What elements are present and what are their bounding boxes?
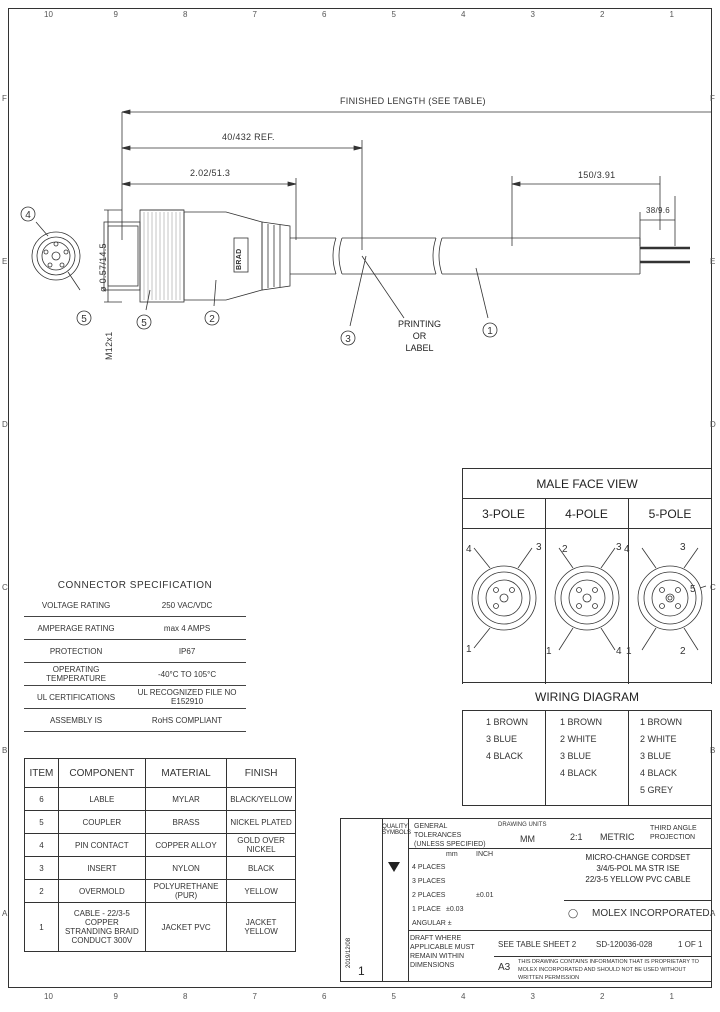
quality-triangle-icon bbox=[388, 862, 400, 872]
zone-col-label: 1 bbox=[669, 992, 674, 1001]
doc-number: SD-120036-028 bbox=[596, 940, 653, 949]
bom-header-material: MATERIAL bbox=[144, 758, 228, 788]
balloon-4: 4 bbox=[25, 210, 31, 221]
svg-text:5: 5 bbox=[690, 584, 696, 595]
svg-text:3: 3 bbox=[680, 542, 686, 553]
zone-col-label: 9 bbox=[113, 992, 118, 1001]
bom-header-item: ITEM bbox=[24, 758, 59, 788]
zone-col-label: 10 bbox=[44, 992, 53, 1001]
ref-length-dim: 40/432 REF. bbox=[222, 132, 275, 142]
svg-text:3: 3 bbox=[536, 542, 542, 553]
length-dim-4: 38/9.6 bbox=[646, 206, 671, 215]
pole-face-diagrams: 4 3 1 2 3 1 4 4 3 5 1 2 bbox=[466, 542, 707, 657]
zone-row-label: E bbox=[2, 257, 8, 266]
length-dim-2: 2.02/51.3 bbox=[190, 168, 231, 178]
balloon-6: 3 bbox=[345, 334, 351, 345]
zone-col-label: 4 bbox=[461, 992, 466, 1001]
zone-col-label: 3 bbox=[530, 992, 535, 1001]
revision-column: 2019/12/08 1 bbox=[340, 818, 383, 982]
cordset-drawing: 4 5 5 2 3 1 bbox=[20, 109, 712, 346]
zone-col-label: 8 bbox=[183, 10, 188, 19]
revision-number: 1 bbox=[358, 964, 365, 978]
svg-text:4: 4 bbox=[624, 544, 630, 555]
zone-col-label: 4 bbox=[461, 10, 466, 19]
zone-row-label: B bbox=[710, 746, 716, 755]
zone-col-label: 5 bbox=[391, 10, 396, 19]
zone-row-label: B bbox=[2, 746, 8, 755]
zone-row-label: A bbox=[2, 909, 8, 918]
balloon-5b: 5 bbox=[141, 318, 147, 329]
printing-label-note: PRINTING OR LABEL bbox=[398, 319, 442, 353]
balloon-1: 1 bbox=[487, 326, 493, 337]
pole-4-label: 4-POLE bbox=[565, 507, 608, 521]
zone-col-label: 6 bbox=[322, 10, 327, 19]
zone-col-label: 3 bbox=[530, 10, 535, 19]
svg-text:3: 3 bbox=[616, 542, 622, 553]
zone-row-label: F bbox=[710, 94, 715, 103]
face-view-title: MALE FACE VIEW bbox=[536, 477, 638, 491]
zone-row-label: F bbox=[2, 94, 7, 103]
zone-row-label: A bbox=[710, 909, 716, 918]
bom-header-finish: FINISH bbox=[226, 758, 296, 788]
spec-row: OPERATING TEMPERATURE-40°C TO 105°C bbox=[24, 662, 246, 686]
svg-text:1: 1 bbox=[546, 646, 552, 657]
zone-row-label: C bbox=[710, 583, 716, 592]
zone-row-label: D bbox=[710, 420, 716, 429]
zone-col-label: 2 bbox=[600, 10, 605, 19]
zone-col-label: 8 bbox=[183, 992, 188, 1001]
balloon-5a: 5 bbox=[81, 314, 87, 325]
connector-spec-title: CONNECTOR SPECIFICATION bbox=[57, 579, 213, 591]
svg-text:4: 4 bbox=[466, 544, 472, 555]
zone-row-label: D bbox=[2, 420, 8, 429]
bom-header-component: COMPONENT bbox=[57, 758, 146, 788]
zone-col-label: 5 bbox=[391, 992, 396, 1001]
sheet-number: 1 OF 1 bbox=[678, 940, 703, 949]
zone-col-label: 9 bbox=[113, 10, 118, 19]
finished-length-dim: FINISHED LENGTH (SEE TABLE) bbox=[340, 96, 486, 106]
zone-col-label: 7 bbox=[252, 992, 257, 1001]
svg-text:1: 1 bbox=[626, 646, 632, 657]
zone-row-label: C bbox=[2, 583, 8, 592]
zone-row-label: E bbox=[710, 257, 716, 266]
zone-col-label: 10 bbox=[44, 10, 53, 19]
quality-column: QUALITY SYMBOLS bbox=[382, 818, 411, 982]
company-name: MOLEX INCORPORATED bbox=[592, 908, 710, 919]
balloon-2: 2 bbox=[209, 314, 215, 325]
wiring-diagram-title: WIRING DIAGRAM bbox=[462, 684, 712, 711]
brad-logo: BRAD bbox=[236, 248, 243, 270]
svg-text:4: 4 bbox=[616, 646, 622, 657]
svg-text:2: 2 bbox=[680, 646, 686, 657]
pole-5-label: 5-POLE bbox=[648, 507, 692, 521]
zone-col-label: 2 bbox=[600, 992, 605, 1001]
paper-size: A3 bbox=[498, 962, 511, 973]
svg-text:1: 1 bbox=[466, 644, 472, 655]
company-logo-icon: ◯ bbox=[568, 908, 579, 918]
zone-col-label: 6 bbox=[322, 992, 327, 1001]
diameter-dim: ø 0.57/14.5 bbox=[98, 243, 108, 292]
thread-dim: M12x1 bbox=[104, 331, 114, 360]
zone-col-label: 7 bbox=[252, 10, 257, 19]
face-view-panel bbox=[462, 468, 712, 806]
zone-col-label: 1 bbox=[669, 10, 674, 19]
pole-3-label: 3-POLE bbox=[482, 507, 525, 521]
svg-text:2: 2 bbox=[562, 544, 568, 555]
product-title: MICRO-CHANGE CORDSET 3/4/5-POL MA STR IS… bbox=[585, 853, 691, 884]
length-dim-3: 150/3.91 bbox=[578, 170, 616, 180]
